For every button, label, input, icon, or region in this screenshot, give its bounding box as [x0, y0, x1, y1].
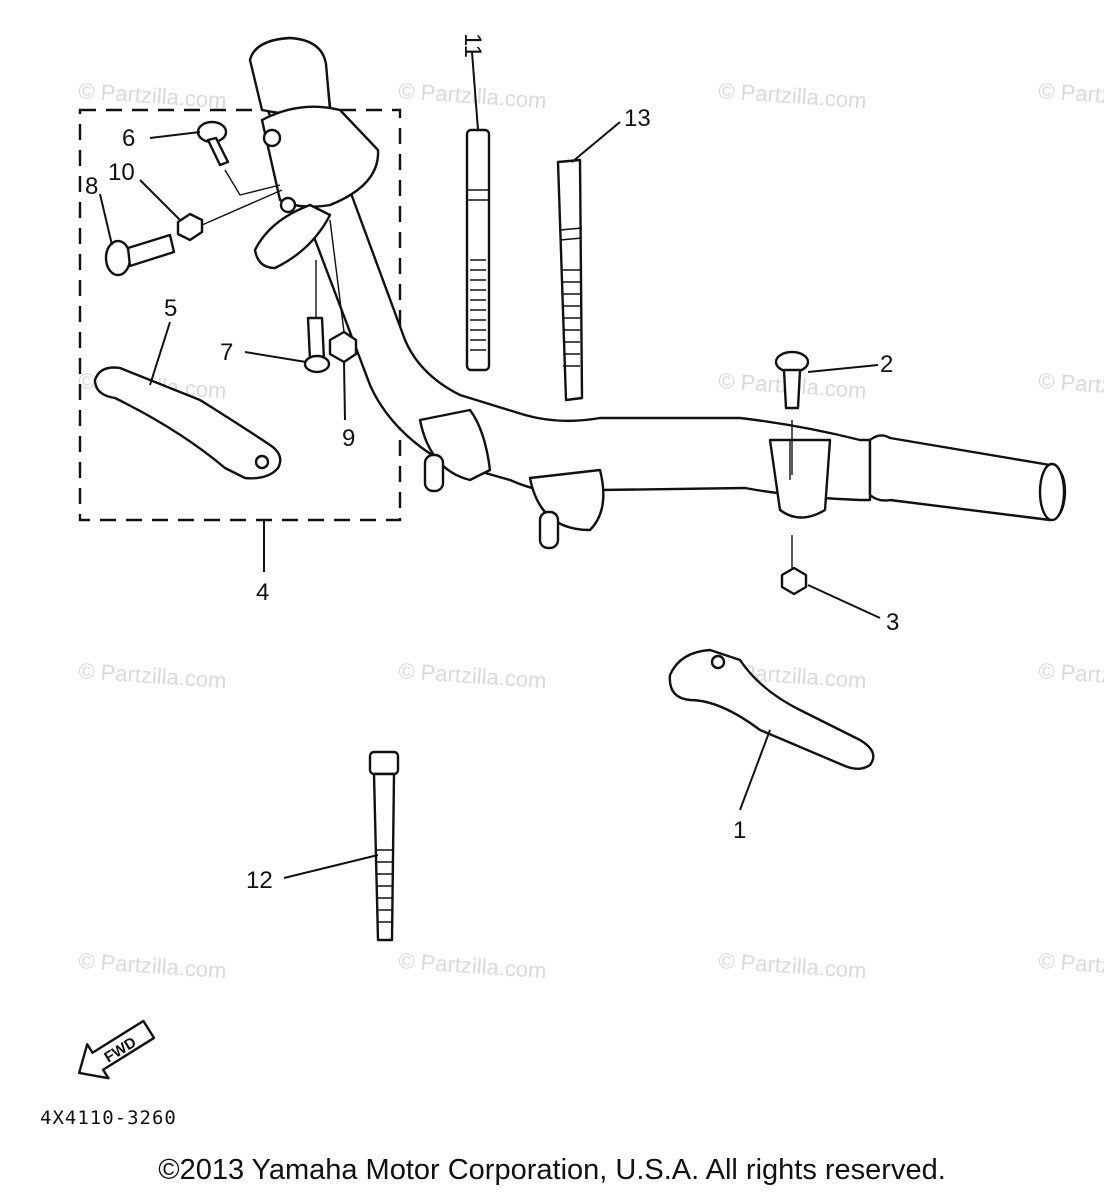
- watermark: © Partzilla.com: [718, 948, 868, 983]
- callout-5: 5: [164, 295, 177, 322]
- callout-4: 4: [256, 579, 269, 606]
- watermark: © Partzilla.com: [1038, 368, 1104, 403]
- callout-leaders: [99, 51, 881, 879]
- leader-9-link: [329, 219, 345, 333]
- callout-9: 9: [342, 425, 355, 452]
- callout-12: 12: [246, 867, 273, 894]
- watermark: © Partzilla.com: [1038, 658, 1104, 693]
- watermark: © Partzilla.com: [398, 948, 548, 983]
- fwd-arrow-icon: [77, 1019, 156, 1080]
- leader-10-link: [201, 189, 283, 226]
- callout-3: 3: [886, 609, 899, 636]
- nut-9: [328, 330, 358, 364]
- watermark: © Partzilla.com: [398, 78, 548, 113]
- callout-8: 8: [85, 173, 98, 200]
- lever-5: [93, 366, 282, 480]
- handlebar: [248, 36, 1067, 550]
- leader-6-line: [224, 169, 281, 196]
- callout-13: 13: [624, 105, 651, 132]
- watermark: © Partzilla.com: [78, 78, 228, 113]
- callout-1: 1: [733, 817, 746, 844]
- callouts: 1 2 3 4 5 6 7 8 9 10 11 12 13: [85, 33, 899, 894]
- lever-1: [668, 648, 875, 770]
- lever-5-pivot: [254, 454, 270, 470]
- diagram-code: 4X4110-3260: [40, 1107, 177, 1129]
- strap-11: [465, 128, 491, 372]
- callout-11: 11: [459, 33, 486, 58]
- callout-10: 10: [108, 159, 135, 186]
- watermark: © Partzilla.com: [78, 658, 228, 693]
- lever-1-pivot: [710, 654, 726, 670]
- bolt-2: [774, 350, 810, 410]
- fwd-arrow: FWD: [77, 1019, 156, 1080]
- watermark: © Partzilla.com: [1038, 78, 1104, 113]
- watermark: © Partzilla.com: [718, 78, 868, 113]
- watermark: © Partzilla.com: [78, 948, 228, 983]
- watermark: © Partzilla.com: [1038, 948, 1104, 983]
- strap-13: [556, 158, 584, 402]
- nut-3: [780, 566, 808, 596]
- nut-10: [176, 212, 204, 242]
- screw-6: [196, 120, 230, 167]
- callout-7: 7: [220, 339, 233, 366]
- strap-12: [368, 750, 400, 942]
- callout-2: 2: [880, 351, 893, 378]
- callout-6: 6: [122, 125, 135, 152]
- assembly-box: [78, 108, 402, 522]
- bolt-8: [104, 233, 176, 277]
- watermark: © Partzilla.com: [398, 658, 548, 693]
- bolt-7: [303, 316, 331, 374]
- copyright-notice: ©2013 Yamaha Motor Corporation, U.S.A. A…: [158, 1154, 946, 1186]
